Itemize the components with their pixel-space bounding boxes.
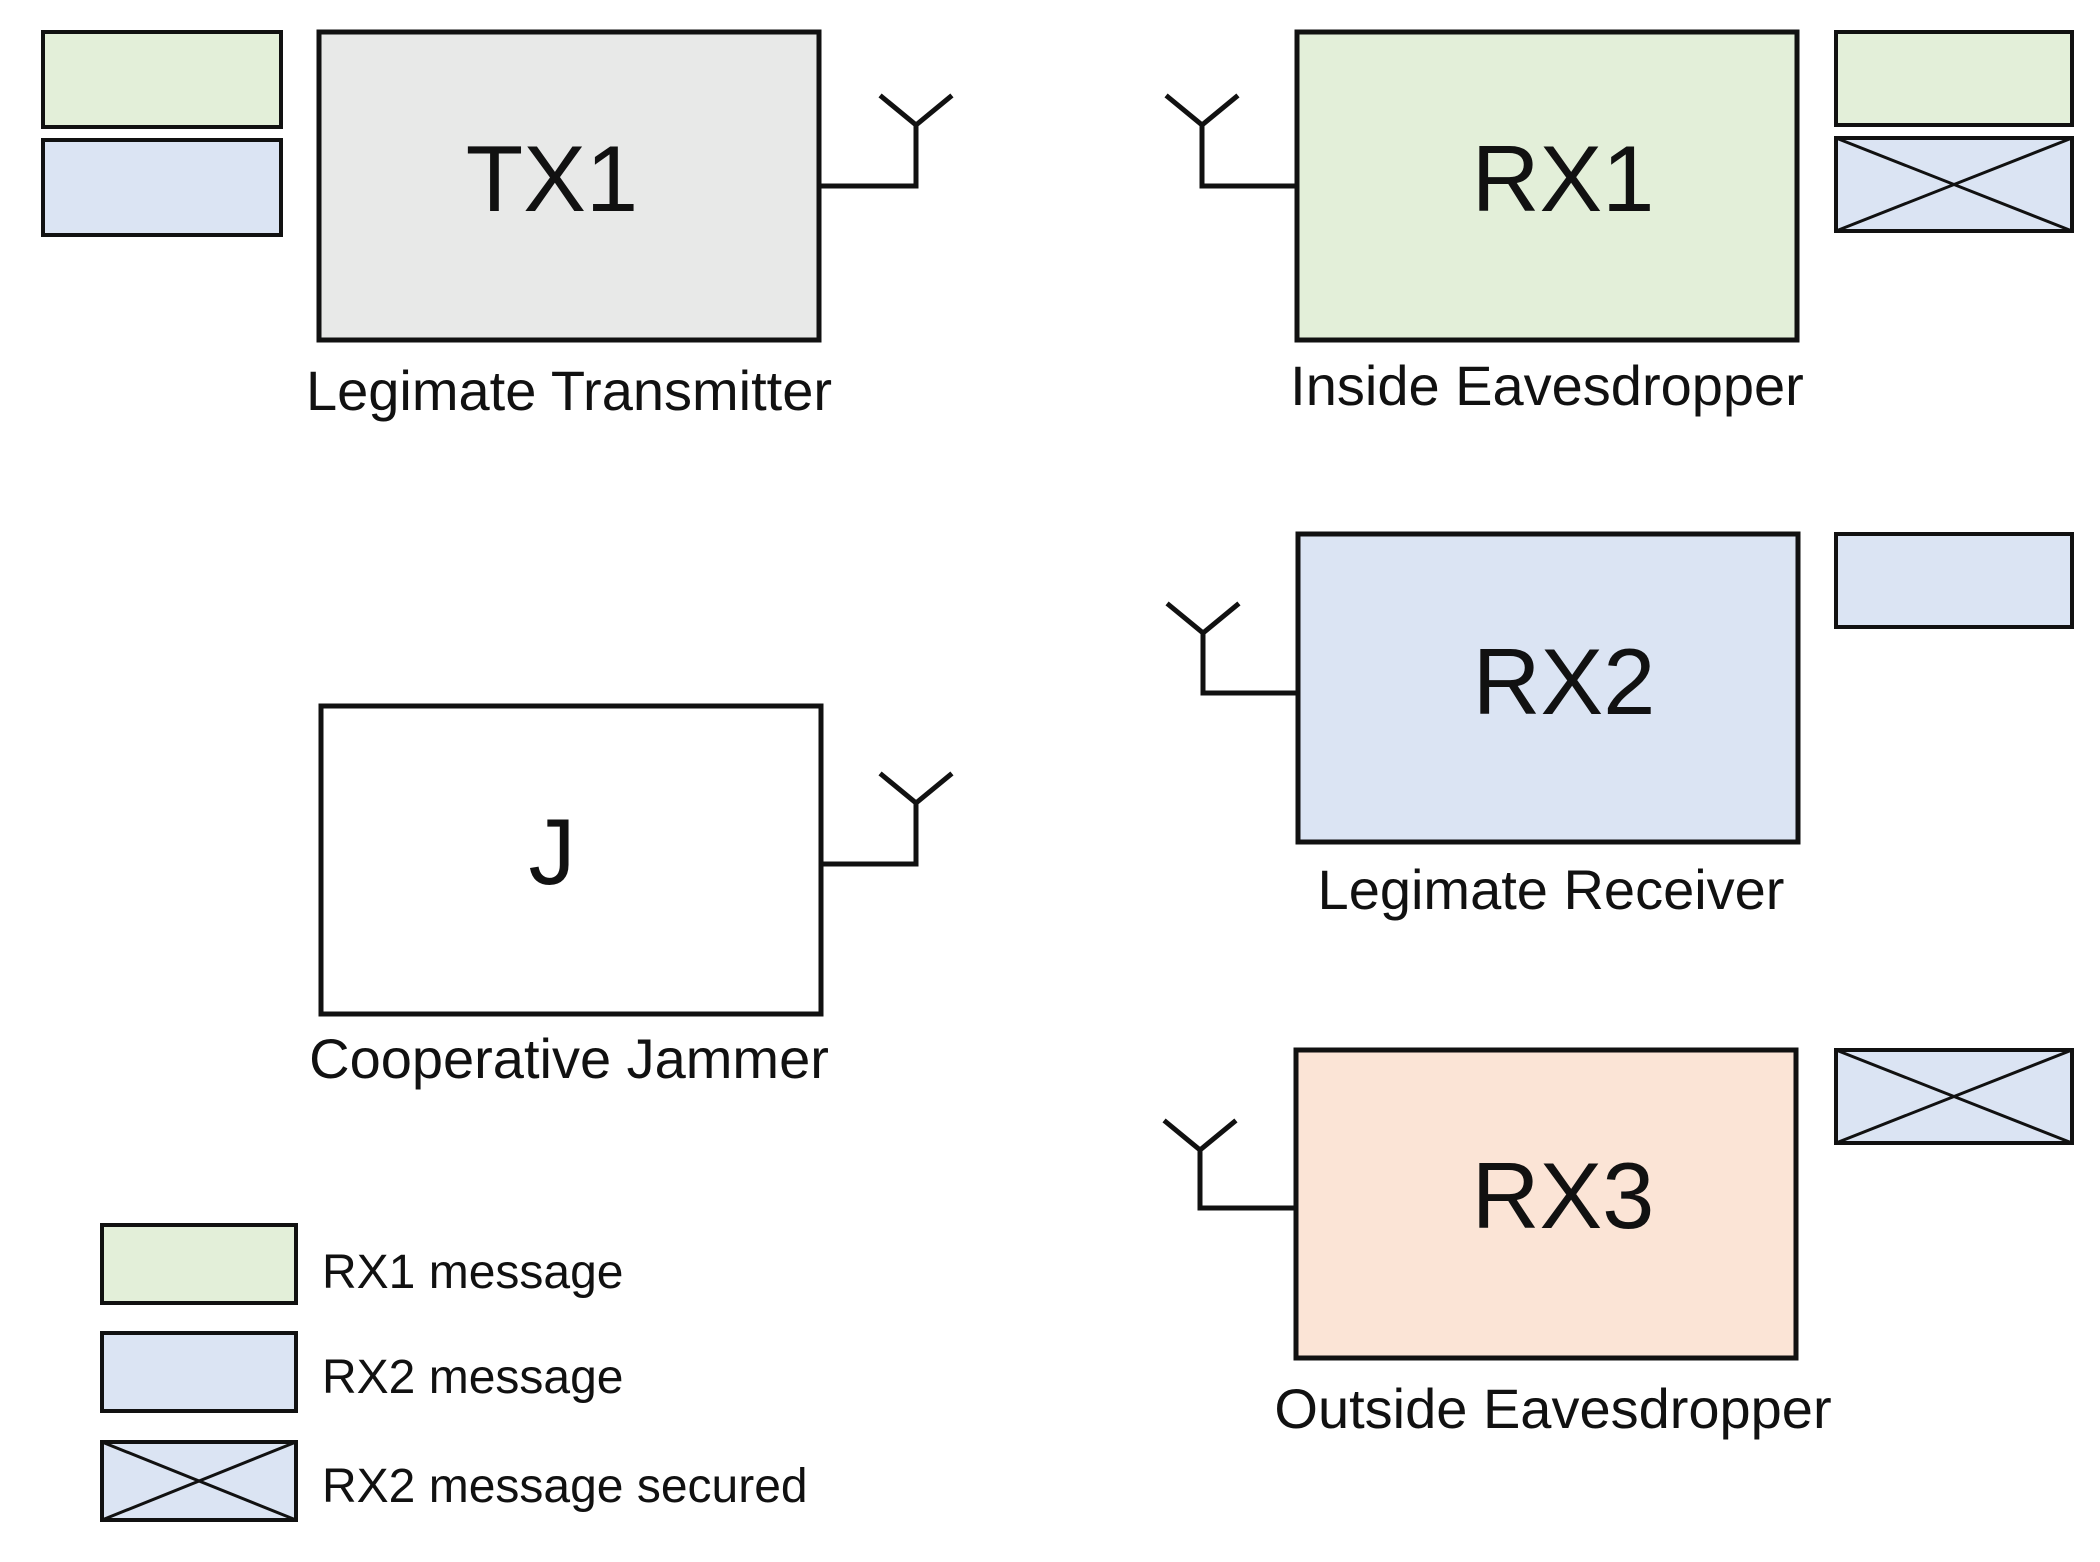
antenna-icon [1165,601,1301,696]
antenna-icon [1162,1118,1299,1211]
legend: RX1 message RX2 message RX2 message secu… [100,1223,808,1522]
node-jammer: J Cooperative Jammer [309,703,954,1090]
jammer-box [318,703,824,1017]
rx1-caption: Inside Eavesdropper [1290,354,1804,417]
rx3-caption: Outside Eavesdropper [1274,1377,1831,1440]
jammer-caption: Cooperative Jammer [309,1027,829,1090]
rx3-box [1293,1047,1799,1361]
rx2-label: RX2 [1473,629,1656,734]
legend-swatch [100,1223,298,1305]
msg-rx2-block [1834,532,2074,629]
legend-item-rx1-message: RX1 message [100,1223,623,1305]
legend-label: RX1 message [322,1246,623,1299]
msg-rx1-block [41,30,283,129]
cross-icon [101,1440,297,1522]
tx1-box [316,29,822,343]
rx2-box [1295,531,1801,845]
jammer-label: J [529,799,576,904]
antenna-icon [816,93,954,189]
rx1-label: RX1 [1472,126,1655,231]
msg-rx1-block [1834,30,2074,127]
antenna-icon [1164,93,1300,189]
msg-rx2-secured-block [1834,136,2074,233]
node-rx2: RX2 Legimate Receiver [1165,531,2074,921]
legend-item-rx2-message-secured: RX2 message secured [100,1440,808,1522]
msg-rx2-block [41,138,283,237]
legend-label: RX2 message secured [322,1460,808,1513]
antenna-icon [818,771,954,867]
tx1-label: TX1 [466,126,638,231]
rx2-caption: Legimate Receiver [1318,858,1785,921]
legend-swatch [100,1331,298,1413]
legend-label: RX2 message [322,1351,623,1404]
rx1-box [1294,29,1800,343]
tx1-caption: Legimate Transmitter [306,359,832,422]
node-tx1: TX1 Legimate Transmitter [41,29,954,422]
node-rx3: RX3 Outside Eavesdropper [1162,1047,2074,1440]
node-rx1: RX1 Inside Eavesdropper [1164,29,2074,417]
legend-item-rx2-message: RX2 message [100,1331,623,1413]
msg-rx2-secured-block [1834,1048,2074,1145]
rx3-label: RX3 [1472,1143,1655,1248]
